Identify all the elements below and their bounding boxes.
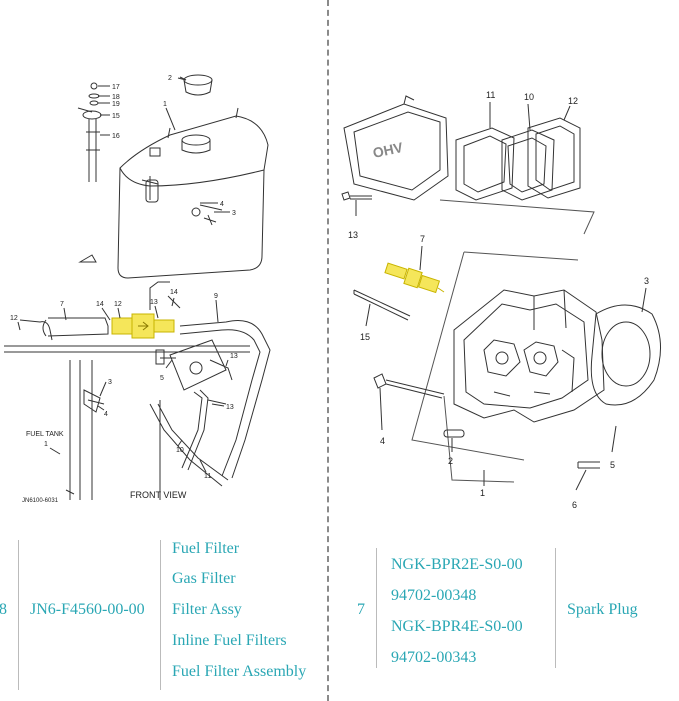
fuel-cap — [179, 74, 213, 96]
callout-19: 19 — [112, 101, 120, 108]
callout-14b: 14 — [170, 289, 178, 296]
callout-12a: 12 — [114, 301, 122, 308]
callout-9: 9 — [214, 293, 218, 300]
table-divider — [18, 540, 19, 690]
callout-3b: 3 — [108, 379, 112, 386]
part-name: Fuel Filter — [172, 540, 240, 557]
callout-11r: 11 — [486, 90, 495, 100]
lower-leader-lines — [17, 297, 229, 473]
diagram-code: JN6100-6031 — [22, 498, 59, 504]
part-number: NGK-BPR2E-S0-00 — [391, 556, 523, 573]
callout-16: 16 — [112, 133, 120, 140]
assembly-outline — [411, 199, 595, 483]
bolt-13 — [341, 191, 372, 201]
callout-12r: 12 — [568, 96, 578, 106]
fuel-tank-drawing — [78, 107, 269, 279]
dowel-2 — [443, 429, 465, 438]
part-name: Inline Fuel Filters — [172, 632, 287, 649]
part-name: Gas Filter — [172, 570, 236, 587]
callout-13c: 13 — [226, 404, 234, 411]
callout-17: 17 — [112, 84, 120, 91]
callout-2r: 2 — [448, 456, 453, 466]
callout-5: 5 — [160, 375, 164, 382]
fuel-system-diagram: 17 18 19 15 16 2 1 4 3 — [0, 0, 322, 520]
callout-4: 4 — [220, 201, 224, 208]
bolt-4 — [373, 373, 445, 399]
callout-14a: 14 — [96, 301, 104, 308]
leader-lines — [98, 77, 230, 213]
gaskets — [455, 117, 581, 201]
callout-13b: 13 — [230, 353, 238, 360]
callout-1r: 1 — [480, 488, 485, 498]
callout-4b: 4 — [104, 411, 108, 418]
callout-3: 3 — [232, 210, 236, 217]
right-leader-lines — [355, 102, 647, 491]
front-view-label: FRONT VIEW — [130, 490, 187, 500]
part-number: NGK-BPR4E-S0-00 — [391, 618, 523, 635]
callout-12b: 12 — [10, 315, 18, 322]
part-name: Filter Assy — [172, 601, 242, 618]
table-divider — [376, 548, 377, 668]
part-number: 94702-00343 — [391, 649, 477, 666]
stud-6 — [577, 461, 600, 469]
callout-4r: 4 — [380, 436, 385, 446]
callout-7: 7 — [60, 301, 64, 308]
callout-10r: 10 — [524, 92, 534, 102]
row-index-7: 7 — [357, 601, 365, 618]
callout-6r: 6 — [572, 500, 577, 510]
callout-13a: 13 — [150, 299, 158, 306]
cover-mark: OHV — [371, 139, 405, 161]
fuel-filter-highlight — [111, 313, 175, 339]
part-name: Fuel Filter Assembly — [172, 663, 307, 680]
fuel-tank-num: 1 — [44, 441, 48, 448]
part-number-fuel-filter: JN6-F4560-00-00 — [30, 601, 145, 618]
part-name-spark-plug: Spark Plug — [567, 601, 638, 618]
table-divider — [160, 540, 161, 690]
stud-15 — [353, 289, 411, 321]
callout-10: 10 — [176, 447, 184, 454]
callout-15: 15 — [112, 113, 120, 120]
callout-1: 1 — [163, 101, 167, 108]
callout-11: 11 — [204, 473, 211, 480]
callout-18: 18 — [112, 94, 120, 101]
fuel-tank-label: FUEL TANK — [26, 431, 64, 438]
callout-7r: 7 — [420, 234, 425, 244]
row-index-8: 8 — [0, 601, 7, 618]
callout-13r: 13 — [348, 230, 358, 240]
callout-3r: 3 — [644, 276, 649, 286]
callout-5r: 5 — [610, 460, 615, 470]
table-divider — [555, 548, 556, 668]
cylinder-head-diagram: OHV — [334, 0, 679, 520]
filler-assembly — [77, 82, 102, 182]
callout-2: 2 — [168, 75, 172, 82]
callout-15r: 15 — [360, 332, 370, 342]
head-gasket — [590, 304, 662, 406]
panel-divider — [327, 0, 329, 701]
valve-cover: OHV — [343, 95, 449, 201]
part-number: 94702-00348 — [391, 587, 477, 604]
fuel-line-assembly — [4, 281, 271, 500]
cylinder-head — [453, 289, 605, 423]
spark-plug-highlight — [384, 262, 445, 294]
